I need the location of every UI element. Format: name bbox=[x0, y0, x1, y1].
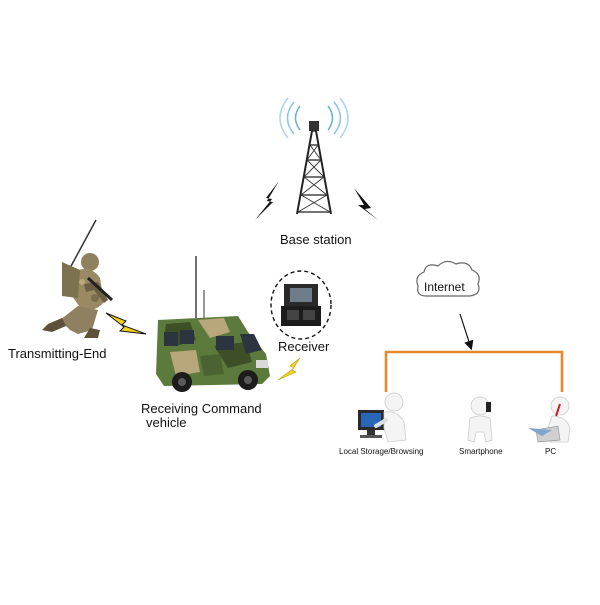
receiver-case-icon bbox=[270, 270, 332, 340]
receiver-label: Receiver bbox=[278, 339, 330, 354]
soldier-icon bbox=[42, 219, 114, 338]
person-desktop-icon bbox=[358, 392, 407, 443]
internet-label: Internet bbox=[424, 280, 465, 294]
lightning-icon bbox=[105, 312, 147, 335]
lightning-icon bbox=[255, 181, 279, 220]
local-storage-label: Local Storage/Browsing bbox=[339, 447, 424, 456]
receiving-vehicle-label-line1: Receiving Command bbox=[141, 401, 262, 416]
lightning-icon bbox=[354, 188, 378, 220]
transmitting-end-label: Transmitting-End bbox=[8, 346, 107, 361]
command-vehicle-icon bbox=[156, 256, 270, 392]
pc-label: PC bbox=[545, 447, 557, 456]
smartphone-label: Smartphone bbox=[459, 447, 503, 456]
lightning-icon bbox=[277, 357, 301, 381]
base-station-label: Base station bbox=[280, 232, 352, 247]
cloud-icon bbox=[416, 260, 480, 297]
receiving-vehicle-label-line2: vehicle bbox=[146, 415, 187, 430]
cell-tower-icon bbox=[279, 97, 349, 215]
person-phone-icon bbox=[467, 396, 493, 443]
connection-arrow bbox=[459, 313, 474, 351]
network-bus bbox=[384, 350, 564, 392]
person-laptop-icon bbox=[528, 396, 571, 443]
